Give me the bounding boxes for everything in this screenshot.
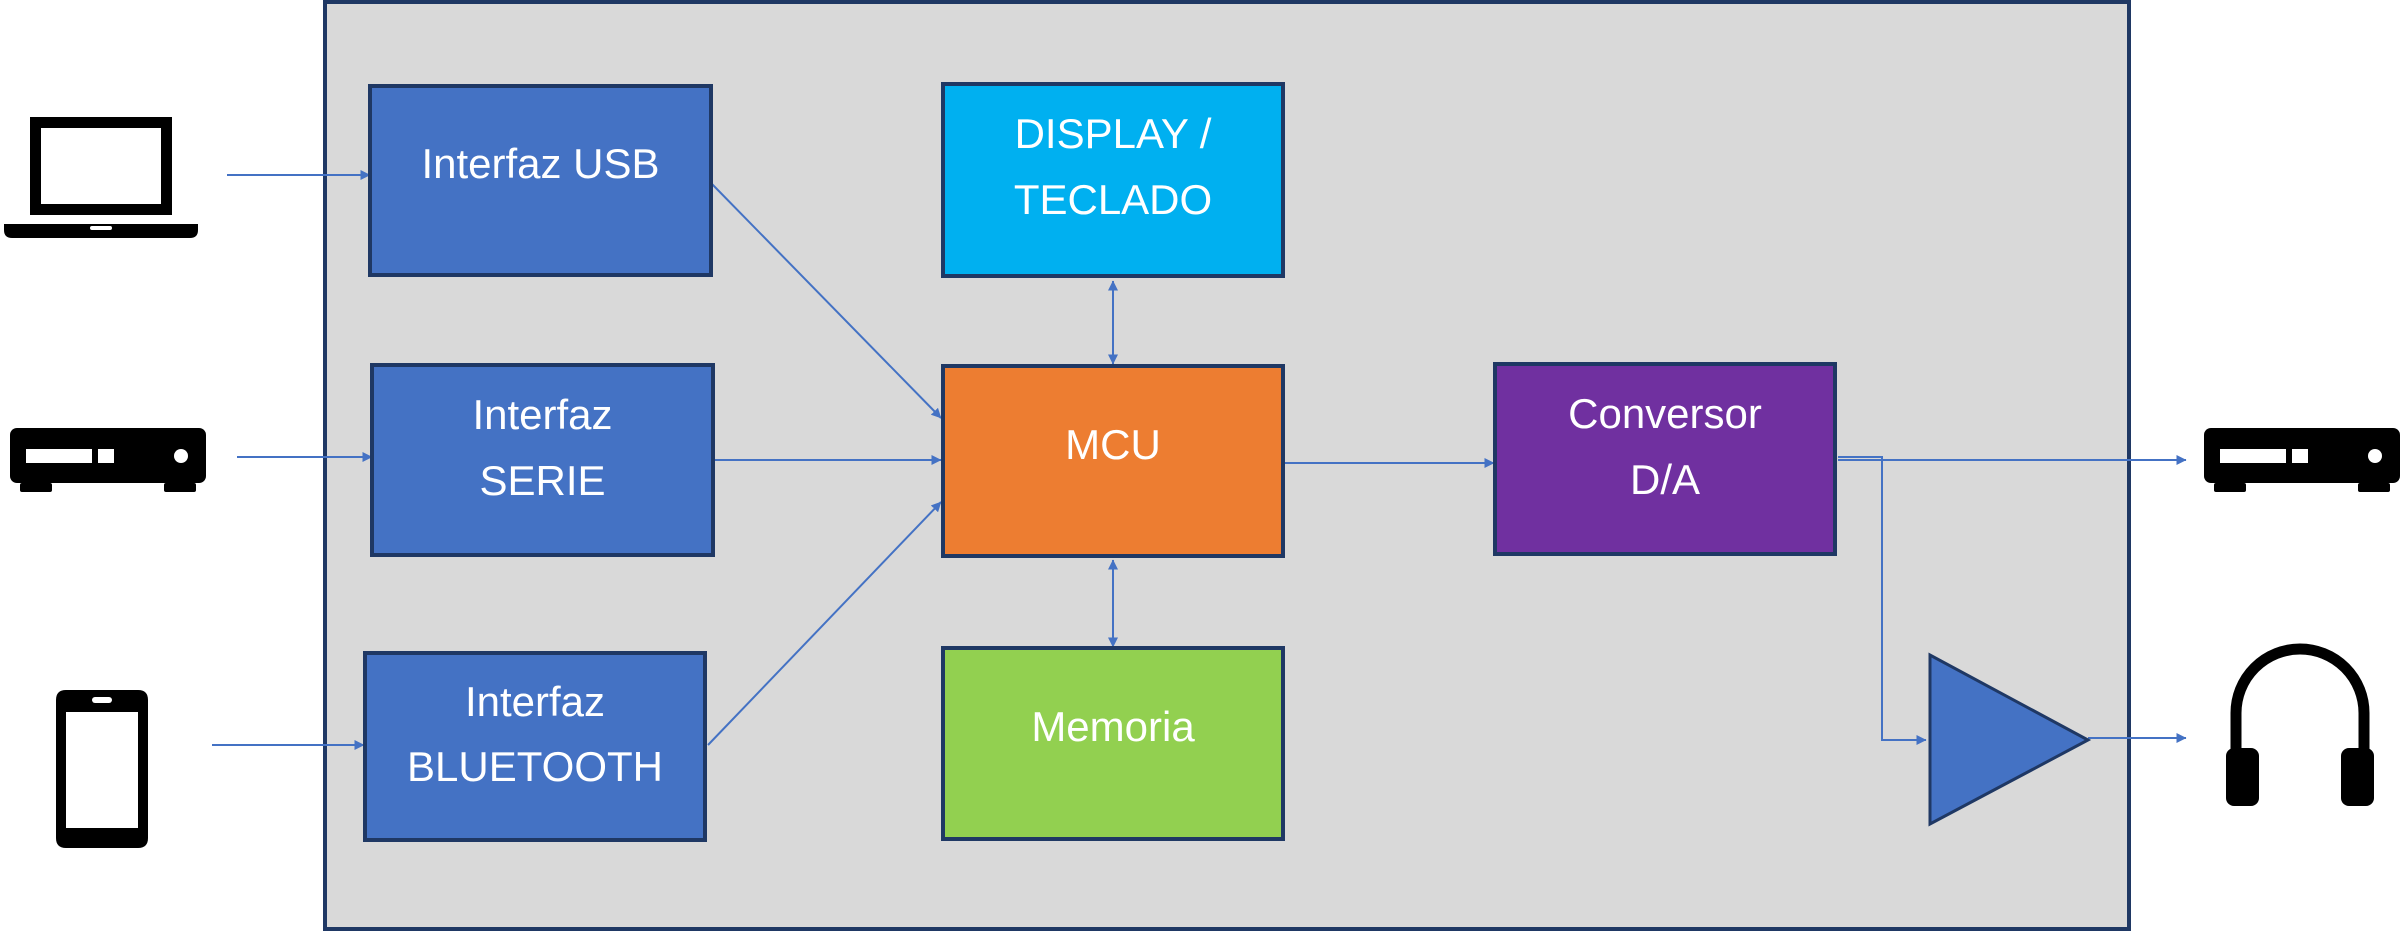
block-interfaz-serie: Interfaz SERIE [370, 363, 715, 557]
block-mcu: MCU [941, 364, 1285, 558]
block-interfaz-usb: Interfaz USB [368, 84, 713, 277]
block-label-line2: BLUETOOTH [407, 743, 663, 790]
block-label: Interfaz USB [421, 140, 659, 187]
block-label-line1: Interfaz [465, 678, 605, 725]
amplifier-triangle [1928, 652, 2092, 827]
media-player-icon [2204, 428, 2400, 492]
block-label-line2: SERIE [479, 457, 605, 504]
block-label-line2: D/A [1630, 456, 1700, 503]
arrow-bluetooth-to-mcu [707, 501, 942, 746]
block-display-teclado: DISPLAY / TECLADO [941, 82, 1285, 278]
block-label: MCU [1065, 421, 1161, 468]
block-label-line1: DISPLAY / [1015, 110, 1212, 157]
media-player-icon [10, 428, 206, 492]
block-interfaz-bluetooth: Interfaz BLUETOOTH [363, 651, 707, 842]
arrow-usb-to-mcu [710, 182, 942, 419]
connectors [212, 170, 2187, 750]
arrow-dac-to-amplifier [1838, 456, 1927, 745]
block-label-line1: Conversor [1568, 390, 1762, 437]
smartphone-icon [56, 690, 148, 848]
block-label: Memoria [1031, 703, 1195, 750]
block-memoria: Memoria [941, 646, 1285, 841]
block-conversor-da: Conversor D/A [1493, 362, 1837, 556]
headphones-icon [2226, 643, 2374, 806]
block-label-line1: Interfaz [472, 391, 612, 438]
laptop-icon [4, 117, 198, 238]
block-label-line2: TECLADO [1014, 176, 1212, 223]
